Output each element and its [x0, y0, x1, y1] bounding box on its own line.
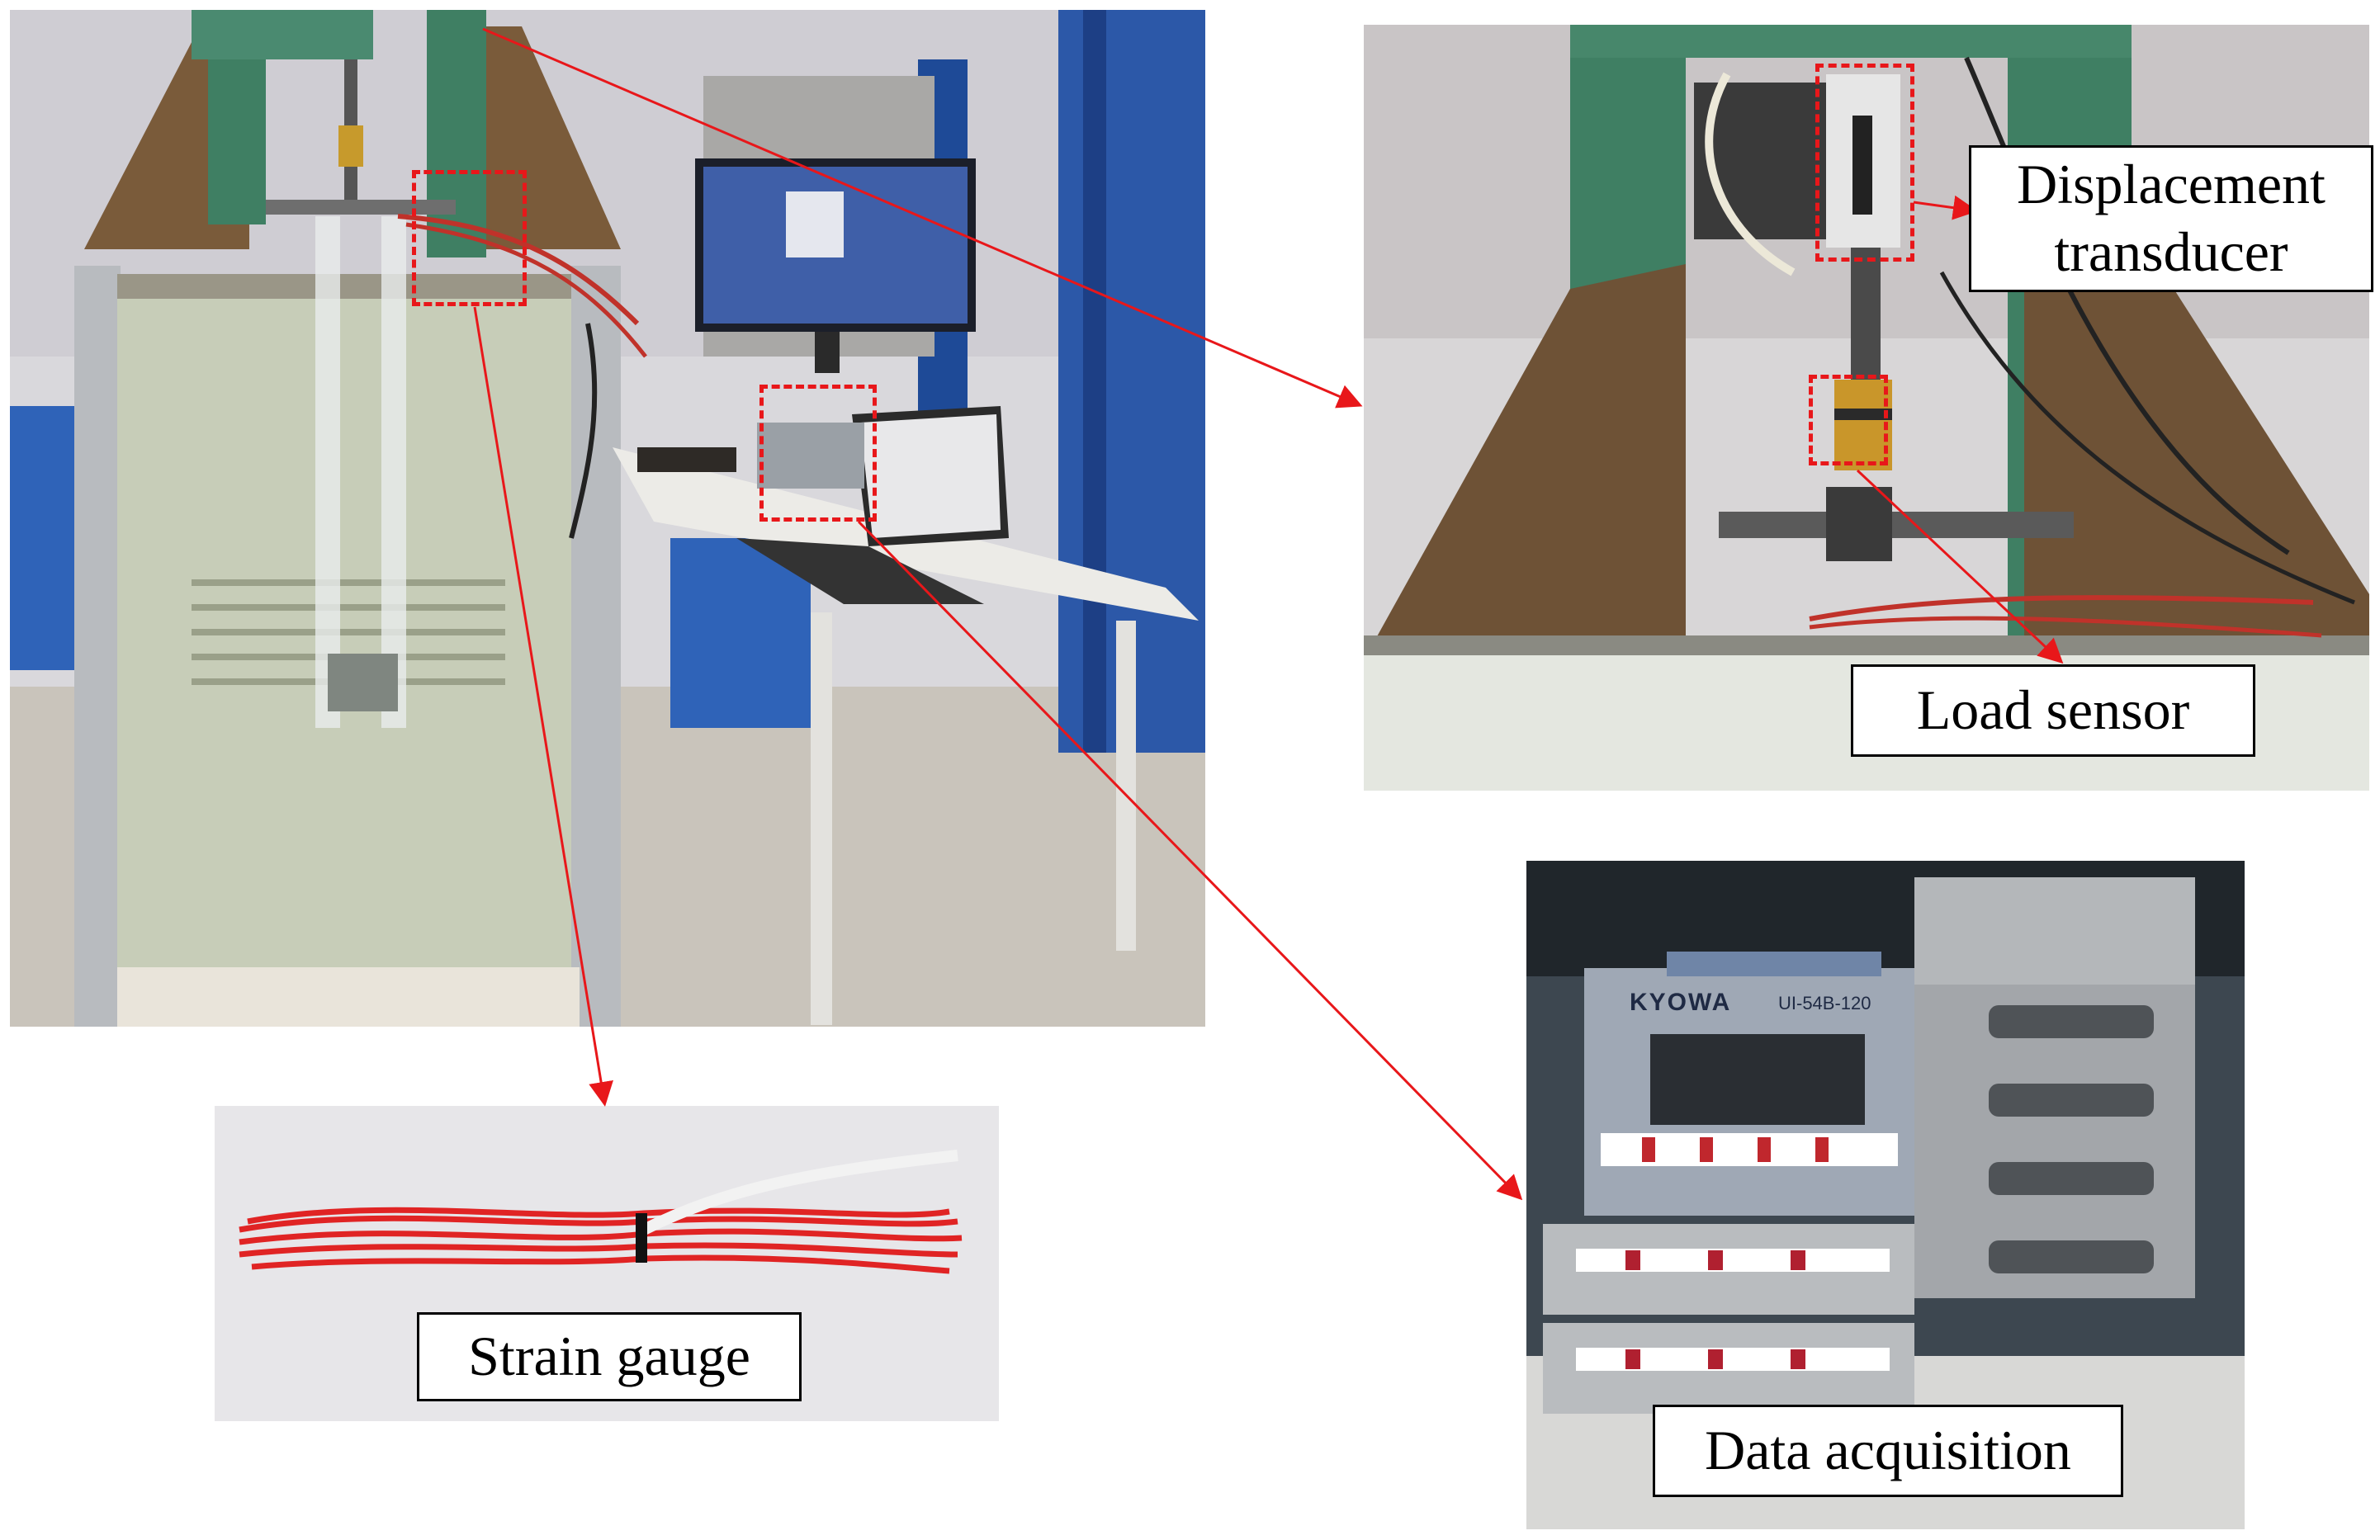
data-acquisition-illustration [1526, 861, 2245, 1529]
closeup-hopper-right [2024, 223, 2369, 652]
crate-right [670, 538, 811, 728]
soil-box [117, 274, 580, 1017]
data-acquisition-photo: KYOWA UI-54B-120 [1526, 861, 2245, 1529]
displacement-highlight [1815, 64, 1914, 262]
apparatus-illustration [10, 10, 1205, 1027]
frame-column-right [427, 10, 486, 257]
daq-bridge-unit [1584, 952, 1914, 1216]
displacement-transducer-label: Displacement transducer [1969, 145, 2373, 292]
data-acquisition-label-text: Data acquisition [1705, 1419, 2071, 1482]
apparatus-photo [10, 10, 1205, 1027]
daq-brand-text: KYOWA [1630, 989, 1732, 1016]
data-acquisition-label: Data acquisition [1653, 1405, 2123, 1497]
cable-tie [636, 1213, 647, 1263]
daq-on-desk [757, 423, 864, 489]
strain-gauge-label-text: Strain gauge [468, 1325, 750, 1388]
daq-stack-right [1914, 877, 2195, 1298]
displacement-label-line2: transducer [2054, 220, 2288, 283]
crate-left [10, 406, 76, 670]
daq-model-text: UI-54B-120 [1778, 993, 1871, 1013]
displacement-label-line1: Displacement [2017, 153, 2326, 216]
strain-gauge-highlight [412, 170, 527, 306]
load-sensor-label-text: Load sensor [1916, 678, 2190, 742]
data-acquisition-highlight [759, 385, 877, 522]
strain-gauge-label: Strain gauge [417, 1312, 802, 1401]
load-sensor-highlight [1809, 375, 1888, 465]
load-sensor-label: Load sensor [1851, 664, 2255, 757]
load-sensor-body [1834, 380, 1892, 470]
